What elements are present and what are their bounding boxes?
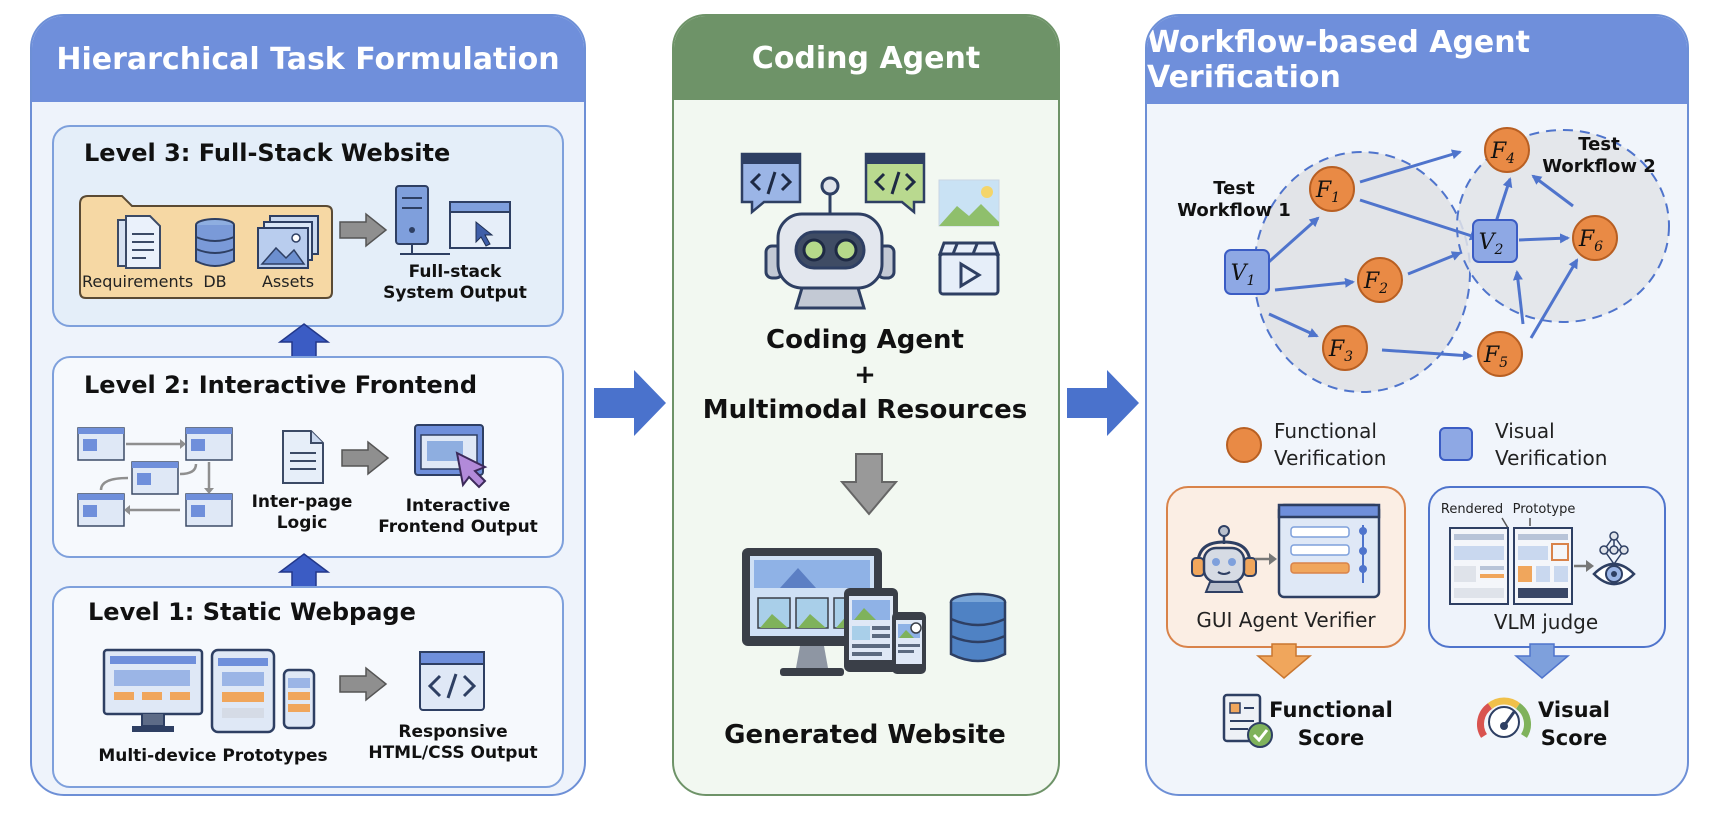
svg-text:F4: F4: [1490, 139, 1515, 167]
visual-legend-icon: [1439, 427, 1473, 461]
folder-item-assets: Assets: [261, 272, 315, 291]
svg-text:F1: F1: [1315, 178, 1340, 206]
panel-title: Hierarchical Task Formulation: [32, 16, 584, 102]
node-F4: [1484, 127, 1530, 173]
svg-text:F6: F6: [1578, 227, 1603, 255]
level2-title: Level 2: Interactive Frontend: [84, 371, 478, 399]
vlm-prototype-label: Prototype: [1512, 502, 1576, 517]
node-F1: [1309, 166, 1355, 212]
svg-text:F3: F3: [1328, 337, 1353, 365]
level-up-arrow-icon: [277, 553, 331, 589]
workflow2-label: Test Workflow 2: [1542, 134, 1656, 177]
video-resource-icon: [937, 241, 1001, 296]
code-bubble-icon: [740, 152, 802, 215]
code-bubble-icon: [864, 152, 926, 215]
level1-output-label: Responsive HTML/CSS Output: [368, 722, 538, 763]
database-stack-icon: [949, 592, 1007, 663]
panel-title: Coding Agent: [674, 16, 1058, 100]
gauge-icon: [1477, 697, 1531, 738]
generated-website-label: Generated Website: [724, 720, 1006, 750]
functional-legend-label: Functional Verification: [1274, 419, 1387, 470]
level3-title: Level 3: Full-Stack Website: [84, 139, 451, 167]
agent-plus: +: [854, 360, 876, 390]
level3-output-label: Full-stack System Output: [383, 262, 527, 303]
level-up-arrow-icon: [277, 323, 331, 359]
assets-images-icon: [257, 215, 319, 269]
logic-label: Inter-page Logic: [251, 492, 353, 533]
down-arrow-icon: [839, 453, 899, 516]
neural-eye-icon: [1574, 531, 1636, 586]
folder-item-requirements: Requirements: [82, 272, 194, 291]
agent-label-line1: Coding Agent: [766, 325, 964, 355]
level3-arrow-icon: [339, 212, 388, 248]
svg-text:F2: F2: [1363, 269, 1388, 297]
functional-legend-icon: [1226, 427, 1262, 463]
panel-title: Workflow-based Agent Verification: [1147, 16, 1687, 104]
svg-text:F5: F5: [1483, 343, 1508, 371]
visual-legend-label: Visual Verification: [1495, 419, 1608, 470]
page-flow-icon: [77, 427, 233, 527]
node-F5: [1477, 331, 1523, 377]
requirements-doc-icon: [117, 215, 161, 269]
functional-down-arrow-icon: [1255, 643, 1313, 679]
workflow-graph: F1 F2 F3 F4 F5 F6 V1 V2: [1224, 127, 1670, 393]
gui-window-icon: [1255, 503, 1381, 599]
level2-output-label: Interactive Frontend Output: [378, 496, 538, 537]
robot-headset-icon: [1191, 525, 1257, 593]
node-F3: [1322, 325, 1368, 371]
checklist-icon: [1222, 693, 1273, 748]
multi-device-icon: [102, 648, 316, 734]
gui-verifier-label: GUI Agent Verifier: [1196, 608, 1376, 632]
node-V2: [1472, 219, 1518, 263]
code-window-icon: [419, 651, 485, 711]
devices-website-icon: [742, 548, 926, 676]
node-F2: [1357, 257, 1403, 303]
svg-text:V1: V1: [1231, 261, 1256, 289]
vlm-rendered-label: Rendered: [1440, 502, 1504, 517]
comparison-screens-icon: [1449, 517, 1573, 605]
node-F6: [1572, 215, 1618, 261]
flow-arrow-icon: [594, 370, 666, 436]
server-browser-icon: [395, 185, 511, 255]
visual-down-arrow-icon: [1513, 643, 1571, 679]
svg-text:V2: V2: [1479, 230, 1504, 258]
interactive-window-icon: [414, 424, 488, 489]
prototypes-label: Multi-device Prototypes: [98, 746, 328, 766]
level1-title: Level 1: Static Webpage: [88, 598, 416, 626]
flow-arrow-icon: [1067, 370, 1139, 436]
image-resource-icon: [938, 179, 1000, 227]
level2-arrow-icon: [341, 440, 390, 476]
database-icon: [195, 218, 235, 267]
vlm-judge-label: VLM judge: [1493, 610, 1599, 634]
folder-item-db: DB: [203, 272, 227, 291]
level1-arrow-icon: [339, 666, 388, 702]
agent-label-line2: Multimodal Resources: [702, 395, 1028, 425]
workflow1-label: Test Workflow 1: [1177, 178, 1291, 221]
node-V1: [1224, 249, 1270, 295]
logic-document-icon: [282, 430, 324, 484]
functional-score-label: Functional Score: [1269, 698, 1393, 750]
robot-icon: [764, 176, 896, 310]
visual-score-label: Visual Score: [1538, 698, 1610, 750]
